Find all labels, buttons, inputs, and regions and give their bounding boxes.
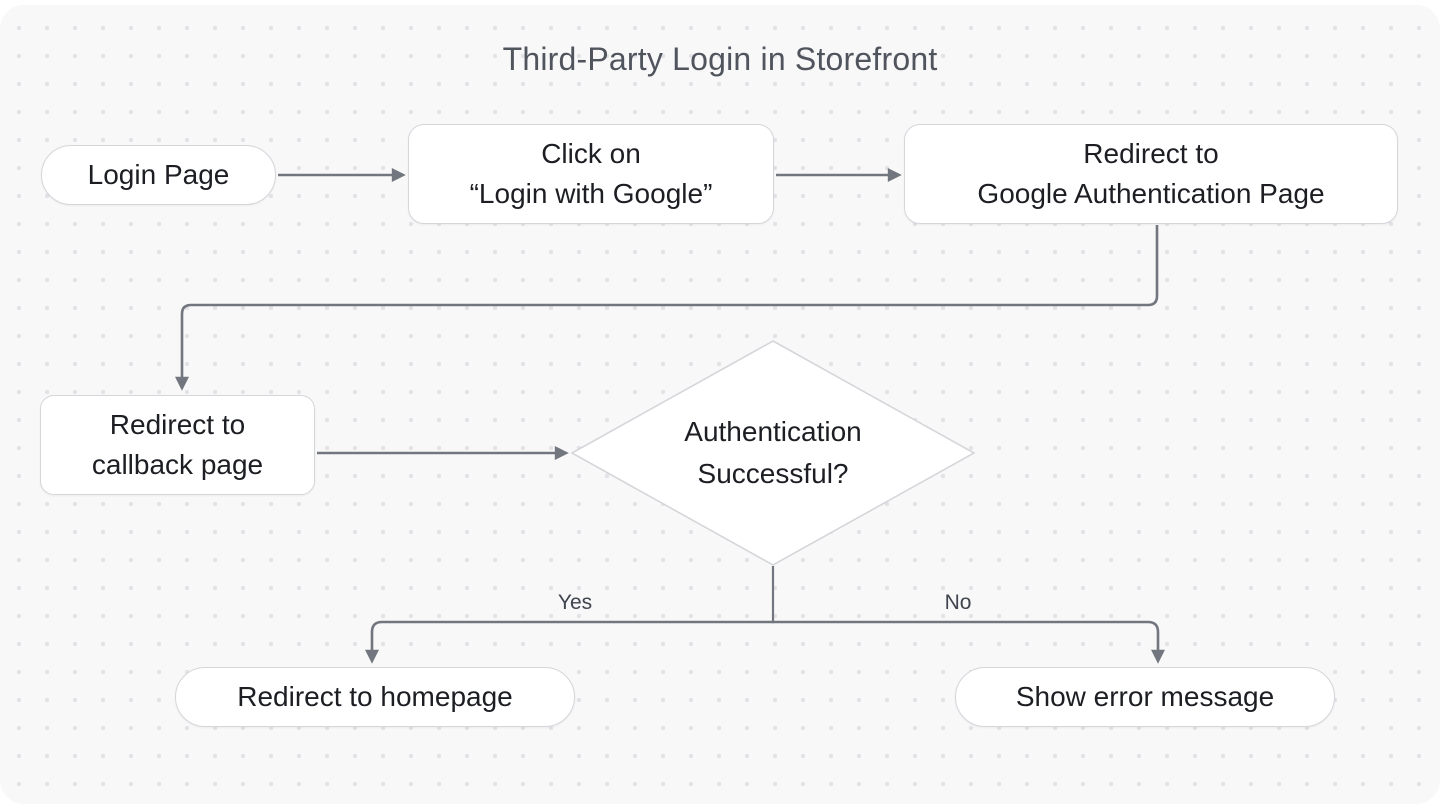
node-redirect-google-auth-page-label: Redirect to Google Authentication Page	[977, 138, 1325, 209]
edge-decision-yes	[365, 620, 774, 664]
edge-label-yes: Yes	[557, 591, 593, 614]
node-auth-successful-label: Authentication Successful?	[684, 416, 862, 489]
connector-layer	[175, 168, 1165, 664]
edge-decision-no	[772, 620, 1165, 664]
decision-diamond-shape[interactable]	[570, 340, 976, 566]
node-redirect-google-auth-page[interactable]: Redirect to Google Authentication Page	[904, 124, 1398, 224]
node-click-login-with-google[interactable]: Click on “Login with Google”	[408, 124, 774, 224]
node-redirect-homepage[interactable]: Redirect to homepage	[175, 667, 575, 727]
node-click-login-with-google-label: Click on “Login with Google”	[469, 138, 713, 209]
node-login-page-label: Login Page	[87, 159, 230, 190]
node-show-error-message-label: Show error message	[1015, 681, 1275, 712]
edge-google-auth-to-callback	[175, 225, 1159, 391]
node-redirect-homepage-label: Redirect to homepage	[237, 681, 513, 712]
diagram-canvas[interactable]: Third-Party Login in Storefront Login Pa…	[0, 5, 1440, 804]
node-show-error-message[interactable]: Show error message	[955, 667, 1335, 727]
node-redirect-callback-page[interactable]: Redirect to callback page	[40, 395, 315, 495]
diagram-title: Third-Party Login in Storefront	[502, 41, 938, 77]
node-login-page[interactable]: Login Page	[41, 145, 276, 205]
node-redirect-callback-page-label: Redirect to callback page	[91, 409, 264, 480]
edge-label-no: No	[944, 591, 972, 614]
